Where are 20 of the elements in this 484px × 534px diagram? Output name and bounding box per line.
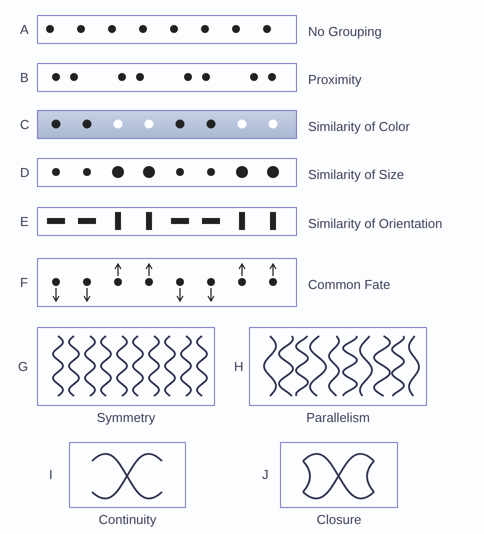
panel-letter: A bbox=[20, 22, 29, 36]
panel-letter: D bbox=[20, 164, 30, 180]
panel-letter: E bbox=[20, 214, 29, 228]
panel-caption: Similarity of Size bbox=[308, 166, 404, 182]
panel-letter: F bbox=[20, 274, 28, 290]
panel-letter: J bbox=[262, 467, 268, 482]
panel-caption: Common Fate bbox=[308, 276, 390, 292]
panel-caption: Parallelism bbox=[306, 410, 370, 425]
panel-letter: H bbox=[234, 358, 244, 374]
panel-caption: Similarity of Orientation bbox=[308, 216, 442, 230]
panel-caption: Continuity bbox=[98, 512, 156, 527]
panel-letter: G bbox=[18, 358, 28, 374]
panel-letter: C bbox=[20, 116, 30, 132]
panel-caption: Symmetry bbox=[96, 410, 156, 425]
panel-letter: I bbox=[49, 467, 53, 482]
panel-caption: Closure bbox=[316, 512, 362, 527]
panel-caption: Similarity of Color bbox=[308, 118, 410, 134]
panel-caption: No Grouping bbox=[308, 24, 382, 38]
panel-caption: Proximity bbox=[308, 72, 362, 86]
panel-letter: B bbox=[20, 70, 29, 84]
